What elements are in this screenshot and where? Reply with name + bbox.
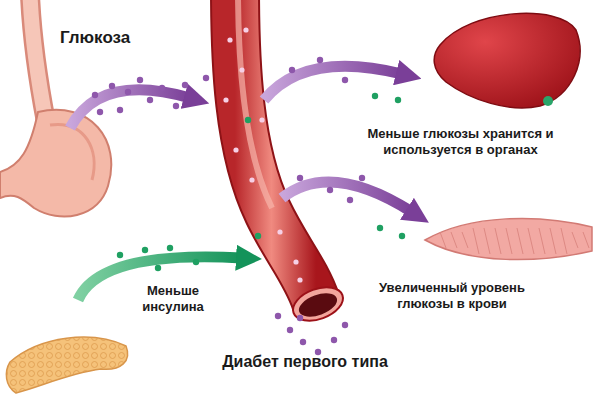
glucose-dot bbox=[297, 175, 303, 181]
blood-dot bbox=[259, 117, 264, 122]
insulin-dot bbox=[395, 97, 401, 103]
stomach bbox=[0, 110, 111, 217]
liver bbox=[434, 13, 580, 108]
insulin-dot bbox=[245, 117, 251, 123]
glucose-dot bbox=[147, 97, 153, 103]
gallbladder bbox=[543, 96, 553, 106]
glucose-dot bbox=[92, 92, 98, 98]
glucose-dot bbox=[275, 313, 281, 319]
glucose-dot bbox=[347, 197, 353, 203]
insulin-dot bbox=[167, 245, 173, 251]
blood-dot bbox=[227, 37, 232, 42]
glucose-arrow bbox=[70, 90, 190, 128]
striation bbox=[517, 228, 523, 254]
pancreas bbox=[6, 337, 127, 393]
striation bbox=[484, 228, 490, 254]
blood-dot bbox=[277, 229, 282, 234]
insulin-dot bbox=[255, 233, 261, 239]
blood-label: Увеличенный уровень глюкозы в крови bbox=[352, 280, 552, 311]
liver-arrow bbox=[264, 66, 402, 100]
insulin-dot bbox=[399, 233, 405, 239]
glucose-dot bbox=[159, 85, 165, 91]
glucose-dot bbox=[359, 175, 365, 181]
glucose-dot bbox=[203, 75, 209, 81]
muscle bbox=[425, 218, 592, 259]
vessel-lumen bbox=[296, 289, 340, 321]
striation bbox=[539, 228, 545, 254]
glucose-dot bbox=[342, 77, 348, 83]
striation bbox=[440, 232, 446, 248]
blood-dot bbox=[233, 147, 238, 152]
glucose-dot bbox=[117, 107, 123, 113]
glucose-label: Глюкоза bbox=[60, 28, 180, 48]
blood-dot bbox=[293, 259, 298, 264]
glucose-dot bbox=[109, 83, 115, 89]
glucose-dot bbox=[97, 109, 103, 115]
vessel-highlight bbox=[238, 0, 272, 208]
glucose-dot bbox=[289, 67, 295, 73]
striation bbox=[473, 228, 479, 254]
blood-dot bbox=[297, 277, 302, 282]
vessel bbox=[235, 0, 316, 302]
insulin-dot bbox=[117, 252, 123, 258]
blood-dot bbox=[223, 97, 228, 102]
glucose-dot bbox=[331, 337, 337, 343]
glucose-dot bbox=[327, 187, 333, 193]
stomach-shade bbox=[50, 124, 94, 180]
striation bbox=[572, 232, 578, 248]
glucose-dot bbox=[297, 315, 303, 321]
insulin-dot bbox=[155, 265, 161, 271]
vessel-opening bbox=[288, 281, 347, 327]
glucose-dot bbox=[125, 89, 131, 95]
glucose-dot bbox=[317, 57, 323, 63]
glucose-dot bbox=[342, 322, 348, 328]
vessel-outline bbox=[235, 0, 316, 302]
insulin-dot bbox=[193, 259, 199, 265]
striation bbox=[561, 228, 567, 254]
striation bbox=[550, 228, 556, 254]
striation bbox=[495, 228, 501, 254]
organ-label: Меньше глюкозы хранится и используется в… bbox=[358, 126, 563, 157]
insulin-label: Меньше инсулина bbox=[128, 283, 218, 314]
striation bbox=[583, 232, 589, 248]
blood-dot bbox=[243, 27, 248, 32]
blood-dot bbox=[239, 67, 244, 72]
blood-dot bbox=[249, 177, 254, 182]
striation bbox=[506, 228, 512, 254]
striation bbox=[462, 232, 468, 248]
glucose-dot bbox=[137, 77, 143, 83]
esophagus-inner bbox=[30, 0, 46, 122]
striation bbox=[451, 232, 457, 248]
insulin-dot bbox=[142, 247, 148, 253]
insulin-dot bbox=[372, 93, 378, 99]
striation bbox=[528, 228, 534, 254]
glucose-dot bbox=[287, 327, 293, 333]
caption: Диабет первого типа bbox=[195, 352, 415, 371]
glucose-dot bbox=[300, 339, 306, 345]
pancreas-texture bbox=[6, 337, 127, 393]
muscle-striations bbox=[440, 228, 589, 254]
glucose-dot bbox=[182, 82, 188, 88]
molecule-dots bbox=[92, 27, 405, 355]
muscle-arrow bbox=[282, 182, 412, 212]
glucose-dot bbox=[173, 103, 179, 109]
esophagus bbox=[30, 0, 46, 122]
insulin-dot bbox=[377, 225, 383, 231]
